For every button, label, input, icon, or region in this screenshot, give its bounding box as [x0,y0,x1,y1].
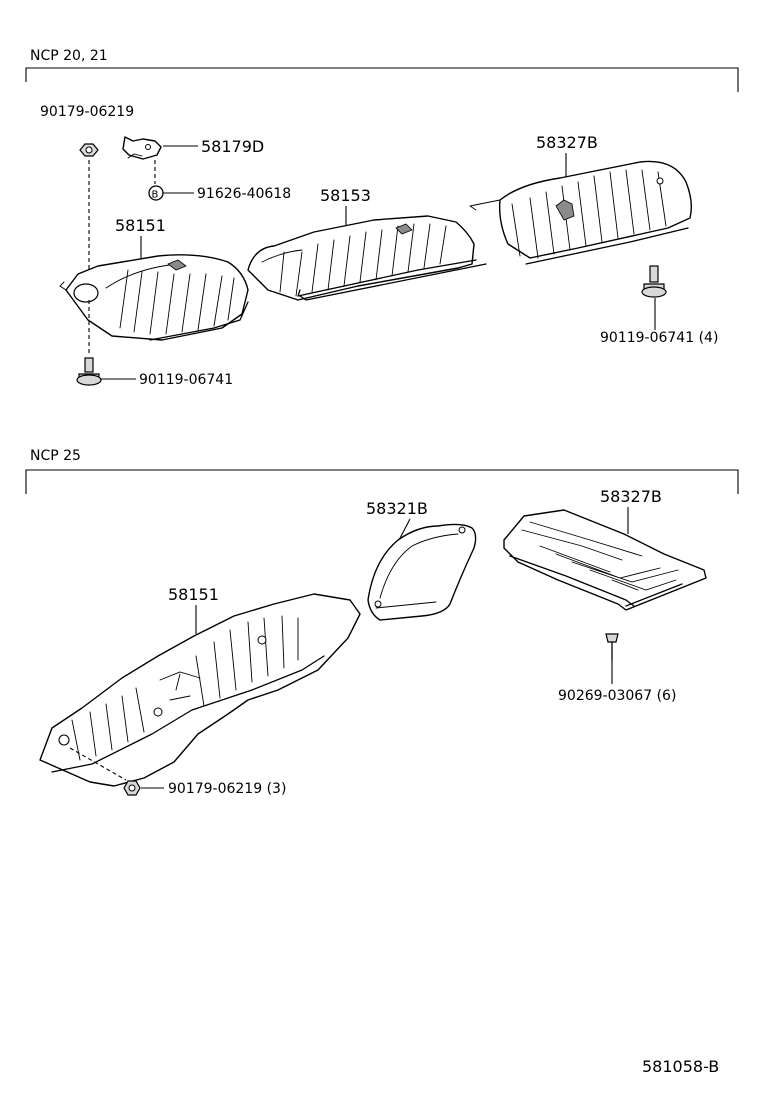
part-label-bolt-left: 90119-06741 [139,372,233,388]
part-label-nut-top: 90179-06219 [40,104,134,120]
part-label-shield-center: 58153 [320,186,371,205]
bolt-icon [641,265,667,298]
part-label-shield-right: 58327B [536,133,598,152]
bracket-58179d-icon [122,136,162,160]
heat-shield-58153-icon [247,215,487,301]
part-label-shield-manifold: 58151 [168,585,219,604]
part-label-bolt-right: 90119-06741 (4) [600,330,718,346]
heat-shield-58151-icon [59,254,249,341]
part-label-shield-left: 58151 [115,216,166,235]
bolt-b-icon: B [148,185,164,201]
bolt-icon [76,357,102,386]
part-label-shield-small: 58321B [366,499,428,518]
section-label-ncp-20-21: NCP 20, 21 [30,48,108,64]
section-ncp-20-21: NCP 20, 21 90179-06219 58179D B 91626-40… [25,48,739,388]
dashed-guide-line [69,747,127,781]
section-label-ncp-25: NCP 25 [30,448,81,464]
part-label-clip: 90269-03067 (6) [558,688,676,704]
section-bracket-line [25,469,739,494]
section-bracket-line [25,67,739,92]
nut-icon [123,780,141,796]
heat-shield-58321b-icon [367,523,477,621]
diagram-code: 581058-B [642,1057,719,1076]
clip-icon [605,633,619,661]
part-label-bolt-small: 91626-40618 [197,186,291,202]
heat-shield-manifold-icon [39,593,361,787]
svg-text:B: B [152,190,159,201]
nut-icon [79,143,99,157]
part-label-bracket: 58179D [201,137,264,156]
part-label-shield-plate: 58327B [600,487,662,506]
section-ncp-25: NCP 25 58321B 58327B 90269-03067 (6) 581… [25,448,739,797]
heat-shield-plate-icon [503,509,707,611]
heat-shield-58327b-icon [469,160,693,265]
part-label-nut: 90179-06219 (3) [168,781,286,797]
